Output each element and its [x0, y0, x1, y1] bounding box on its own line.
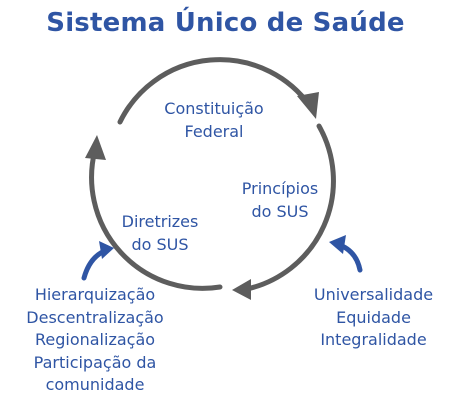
list-item: Integralidade	[320, 330, 427, 349]
label-diretrizes-do-sus: Diretrizes do SUS	[100, 210, 220, 256]
cycle-arc-right	[244, 123, 336, 292]
list-item: Descentralização	[26, 307, 164, 327]
label-constituicao-line-1: Constituição	[164, 99, 264, 118]
list-item: Equidade	[336, 307, 411, 327]
diretrizes-list: Hierarquização Descentralização Regional…	[0, 284, 190, 397]
principios-list: Universalidade Equidade Integralidade	[296, 284, 451, 352]
diagram-title: Sistema Único de Saúde	[46, 8, 405, 38]
list-item: Regionalização	[34, 330, 156, 349]
list-item: Participação da	[33, 352, 157, 372]
cycle-arrowhead-left	[85, 135, 106, 160]
list-item: Universalidade	[313, 285, 434, 304]
label-diretrizes-line-1: Diretrizes	[121, 212, 199, 231]
label-constituicao-federal: Constituição Federal	[139, 97, 289, 143]
curved-arrow-head-left	[99, 241, 114, 259]
label-principios-line-1: Princípios	[241, 179, 319, 198]
label-principios-do-sus: Princípios do SUS	[210, 177, 350, 223]
label-constituicao-line-2: Federal	[184, 122, 244, 141]
list-item: comunidade	[45, 375, 145, 394]
cycle-arc-left	[89, 147, 223, 291]
label-diretrizes-line-2: do SUS	[131, 235, 189, 254]
curved-arrow-head-right	[329, 235, 346, 254]
cycle-arc-top	[117, 57, 313, 125]
cycle-arrowhead-right	[232, 279, 251, 300]
label-principios-line-2: do SUS	[251, 202, 309, 221]
cycle-arrowhead-top	[297, 92, 319, 119]
list-item: Hierarquização	[34, 285, 156, 304]
